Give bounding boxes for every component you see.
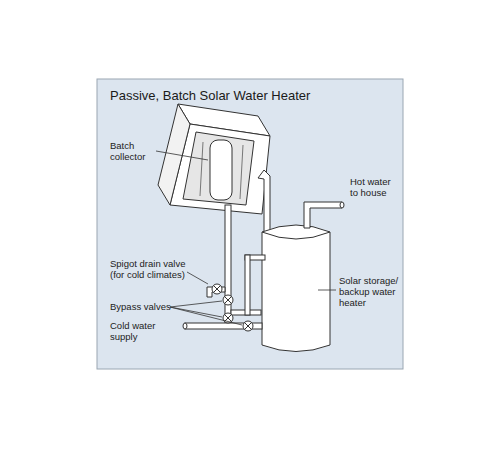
part-label: Hot water to house [350,176,398,198]
part-label: Cold water supply [110,320,170,342]
part-label: Bypass valves [110,301,172,312]
part-label: Batch collector [110,140,156,162]
diagram-title: Passive, Batch Solar Water Heater [110,88,310,103]
part-label: Solar storage/ backup water heater [339,275,401,308]
part-label: Spigot drain valve (for cold climates) [110,258,190,280]
